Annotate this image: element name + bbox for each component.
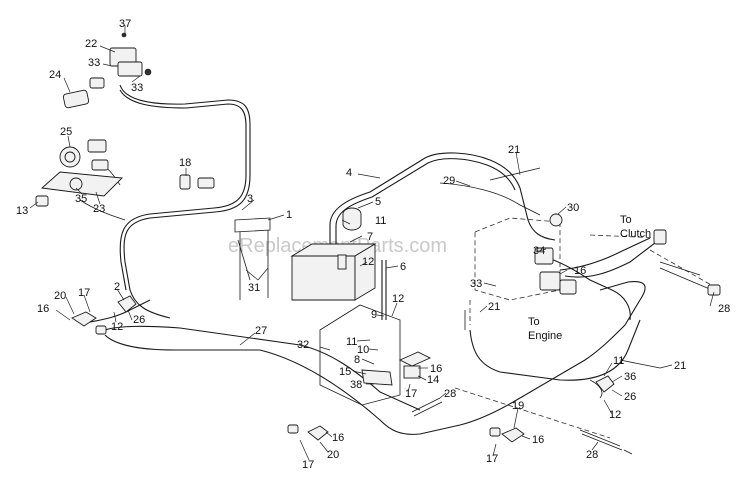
callout-2: 2 [114, 281, 120, 293]
callout-17: 17 [486, 453, 498, 465]
switch-14 [398, 351, 432, 379]
callout-32: 32 [297, 339, 309, 351]
hold-down-31 [234, 217, 271, 300]
wire-21 [464, 167, 661, 369]
callout-12: 12 [609, 409, 621, 421]
callout-21: 21 [508, 144, 520, 156]
callout-12: 12 [392, 293, 404, 305]
callout-11: 11 [613, 355, 624, 367]
relay-panel [474, 217, 577, 301]
callout-12: 12 [362, 256, 374, 268]
callout-38: 38 [350, 379, 362, 391]
callout-6: 6 [400, 261, 406, 273]
callout-33: 33 [131, 82, 143, 94]
to-engine-label-line2: Engine [528, 330, 562, 342]
callout-29: 29 [443, 175, 455, 187]
connector-24 [62, 89, 90, 109]
callout-5: 5 [375, 196, 381, 208]
direction-labels: To Clutch To Engine [528, 214, 651, 342]
callout-18: 18 [179, 157, 191, 169]
callout-27: 27 [255, 325, 267, 337]
callout-11: 11 [346, 336, 357, 348]
cable-28 [411, 397, 633, 455]
callout-21: 21 [674, 360, 686, 372]
callout-30: 30 [567, 202, 579, 214]
callout-37: 37 [119, 18, 131, 30]
callout-34: 34 [533, 245, 545, 257]
diode-18 [179, 174, 215, 190]
bracket-36 [595, 375, 615, 393]
to-clutch-label-line2: Clutch [620, 228, 651, 240]
bracket-2 [117, 295, 137, 313]
callout-10: 10 [357, 344, 369, 356]
clutch-connector [653, 229, 721, 296]
battery [290, 243, 377, 301]
callout-13: 13 [16, 205, 28, 217]
callout-35: 35 [75, 193, 87, 205]
callout-21: 21 [488, 301, 500, 313]
callout-16: 16 [332, 432, 344, 444]
callout-16: 16 [532, 434, 544, 446]
switch-20-left [71, 311, 107, 335]
callout-17: 17 [405, 388, 417, 400]
callout-28: 28 [586, 449, 598, 461]
key-switch-assembly [89, 32, 152, 89]
callout-19: 19 [512, 400, 524, 412]
callout-24: 24 [49, 69, 61, 81]
callout-25: 25 [60, 126, 72, 138]
callout-16: 16 [574, 265, 586, 277]
callout-20: 20 [54, 290, 66, 302]
callout-3: 3 [247, 193, 253, 205]
reference-lines [454, 234, 721, 439]
callout-28: 28 [718, 303, 730, 315]
callout-17: 17 [78, 287, 90, 299]
callout-7: 7 [367, 231, 373, 243]
leader-lines [29, 25, 715, 461]
callout-26: 26 [133, 314, 145, 326]
callout-14: 14 [427, 374, 439, 386]
callout-33: 33 [88, 57, 100, 69]
to-clutch-label-line1: To [620, 214, 632, 226]
callout-1: 1 [286, 209, 292, 221]
part-callouts: 37 22 33 24 33 25 35 23 13 18 4 3 1 5 11… [16, 18, 730, 471]
callout-12: 12 [111, 321, 123, 333]
to-engine-label-line1: To [528, 316, 540, 328]
callout-31: 31 [248, 282, 260, 294]
bulb-30 [549, 213, 563, 227]
callout-26: 26 [624, 391, 636, 403]
callout-17: 17 [302, 459, 314, 471]
bracket-32 [319, 304, 401, 406]
callout-33: 33 [470, 278, 482, 290]
switch-20-bottom [287, 424, 329, 441]
rod-6 [381, 260, 387, 320]
switch-19 [489, 427, 525, 443]
callout-9: 9 [371, 309, 377, 321]
callout-15: 15 [339, 366, 351, 378]
callout-28: 28 [444, 388, 456, 400]
callout-22: 22 [85, 38, 97, 50]
callout-16: 16 [37, 303, 49, 315]
callout-20: 20 [327, 449, 339, 461]
callout-23: 23 [93, 203, 105, 215]
callout-11: 11 [375, 215, 386, 227]
solenoid-5 [342, 207, 362, 231]
callout-4: 4 [346, 167, 352, 179]
callout-8: 8 [354, 354, 360, 366]
callout-16: 16 [430, 363, 442, 375]
light-socket-25 [59, 139, 109, 171]
callout-36: 36 [624, 371, 636, 383]
bracket-35 [35, 171, 123, 207]
